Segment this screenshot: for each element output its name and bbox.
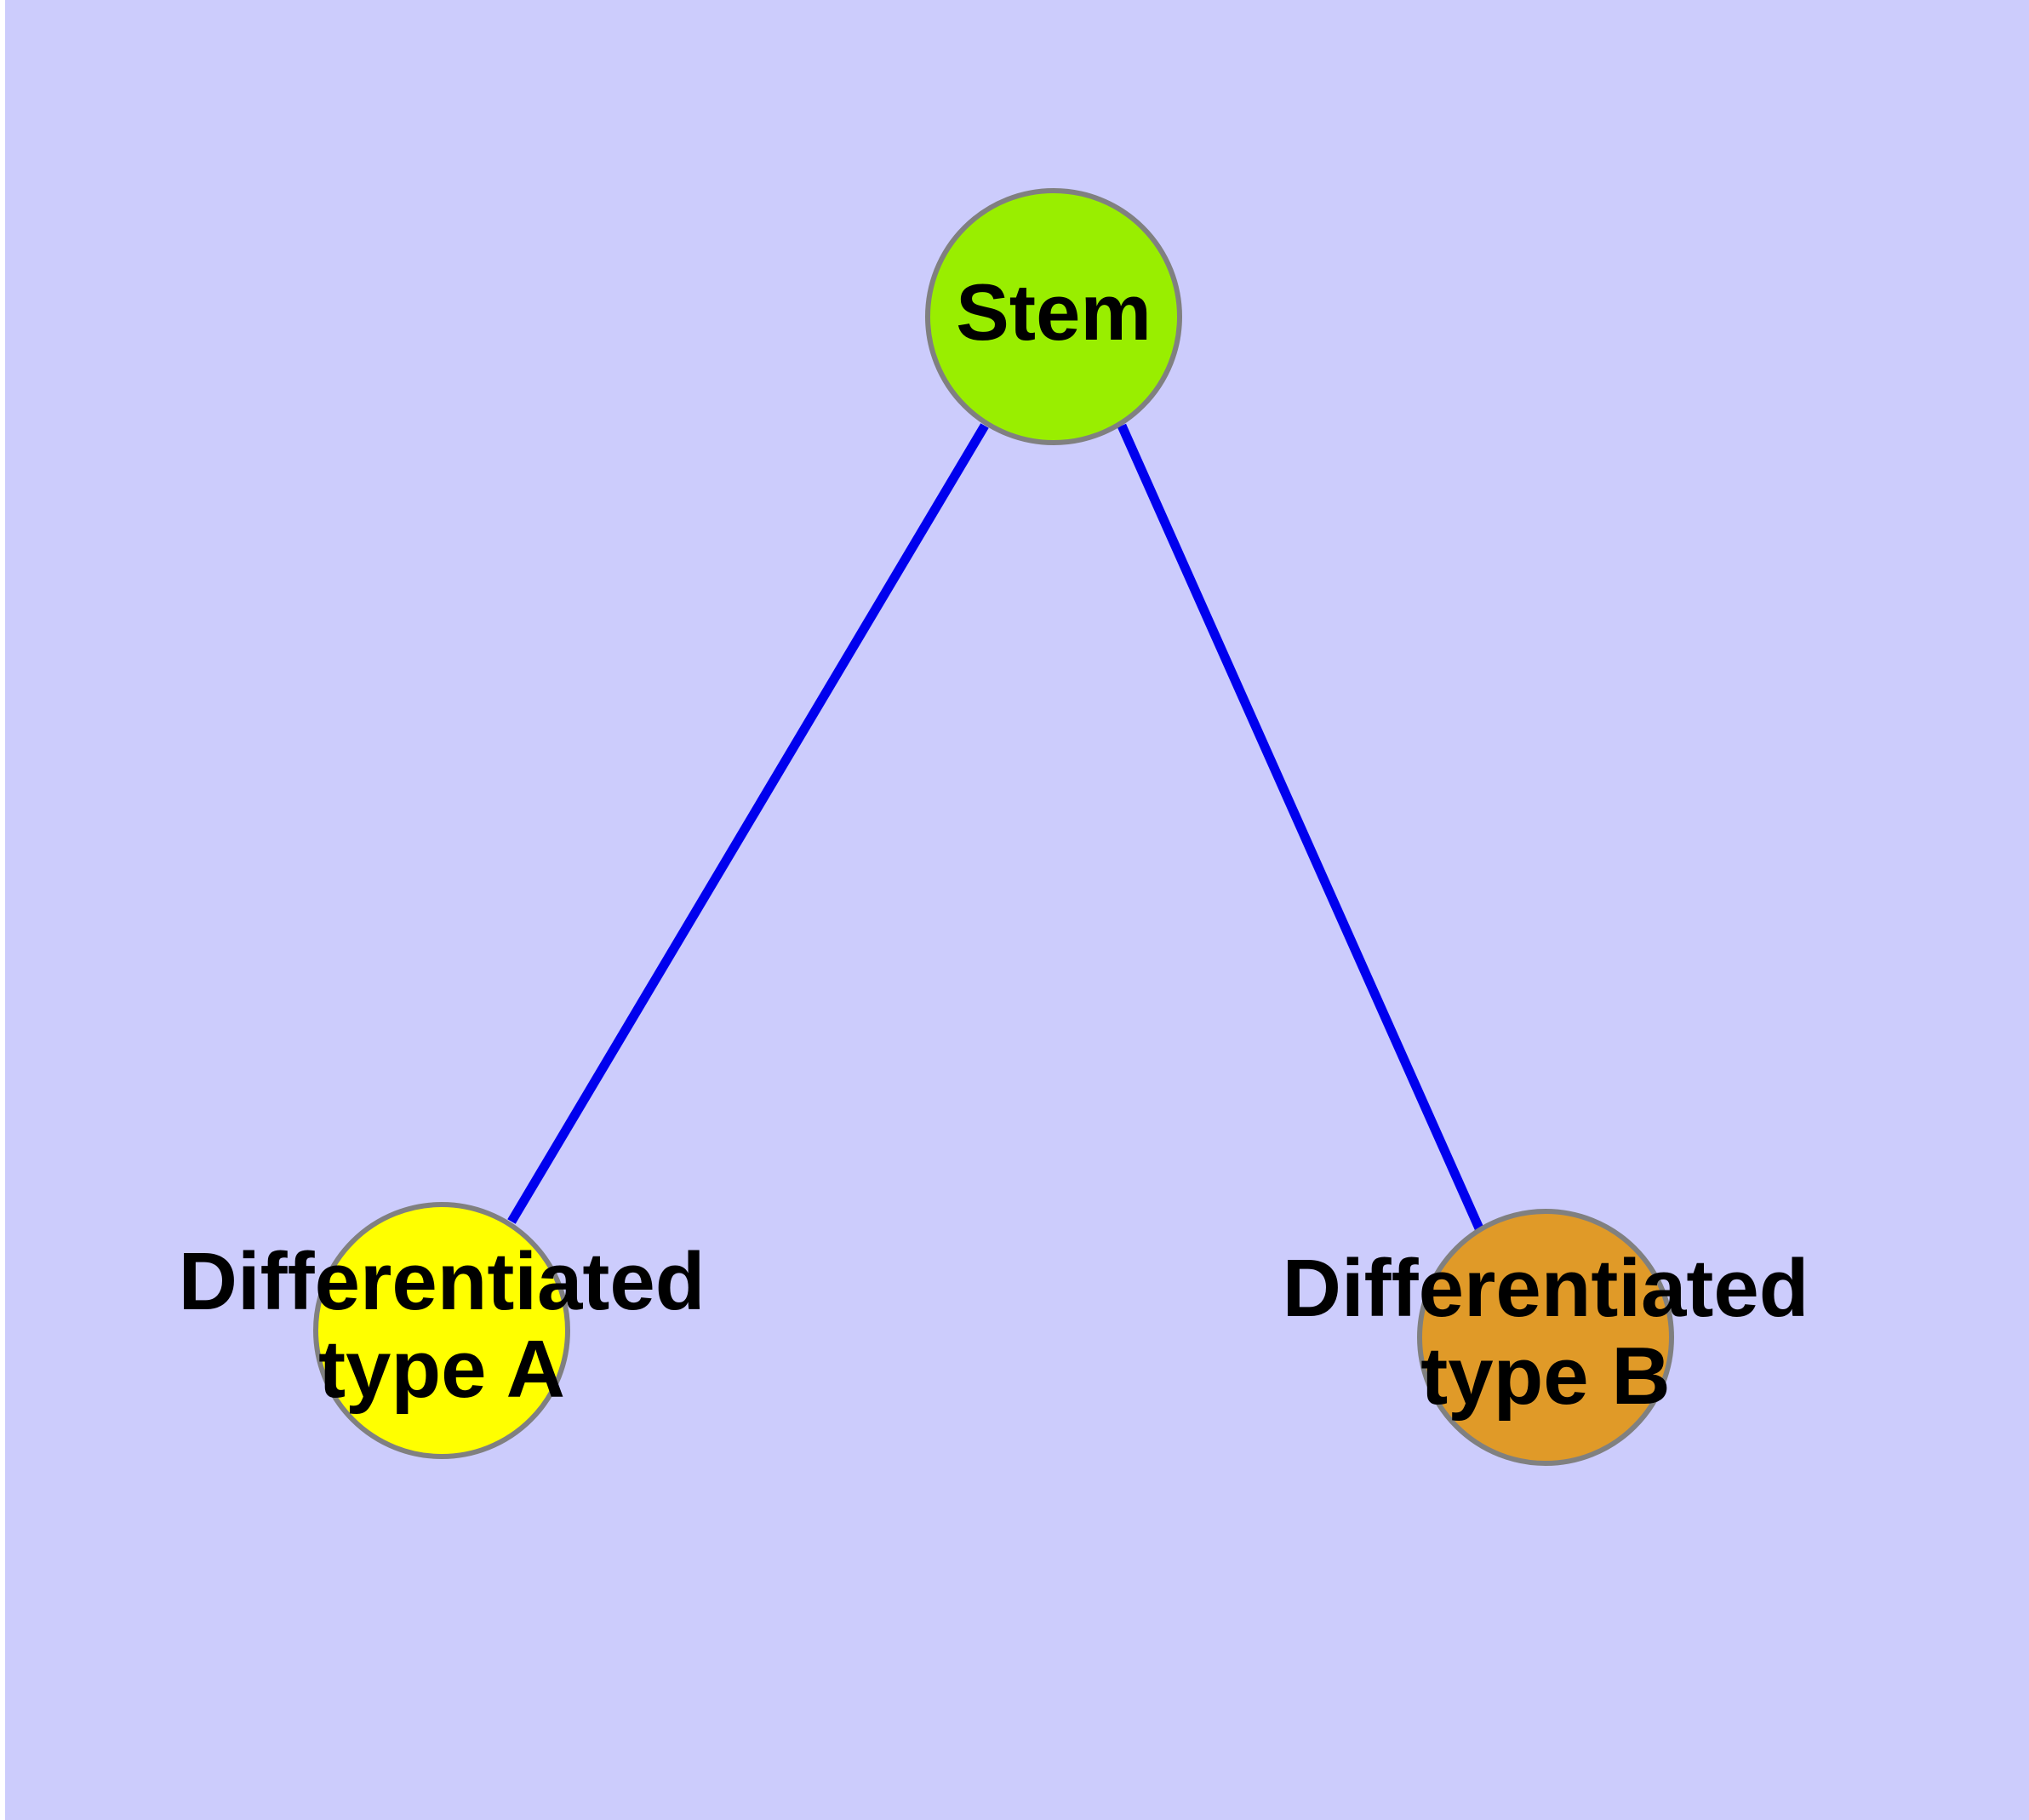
edge-stem-to-diff-a[interactable] xyxy=(507,423,989,1224)
edge-layer xyxy=(507,423,1484,1231)
node-stem[interactable] xyxy=(925,188,1182,445)
node-diff-b[interactable] xyxy=(1417,1209,1674,1466)
node-layer xyxy=(313,188,1674,1466)
edge-stem-to-diff-b[interactable] xyxy=(1117,423,1484,1231)
node-diff-a[interactable] xyxy=(313,1202,570,1459)
